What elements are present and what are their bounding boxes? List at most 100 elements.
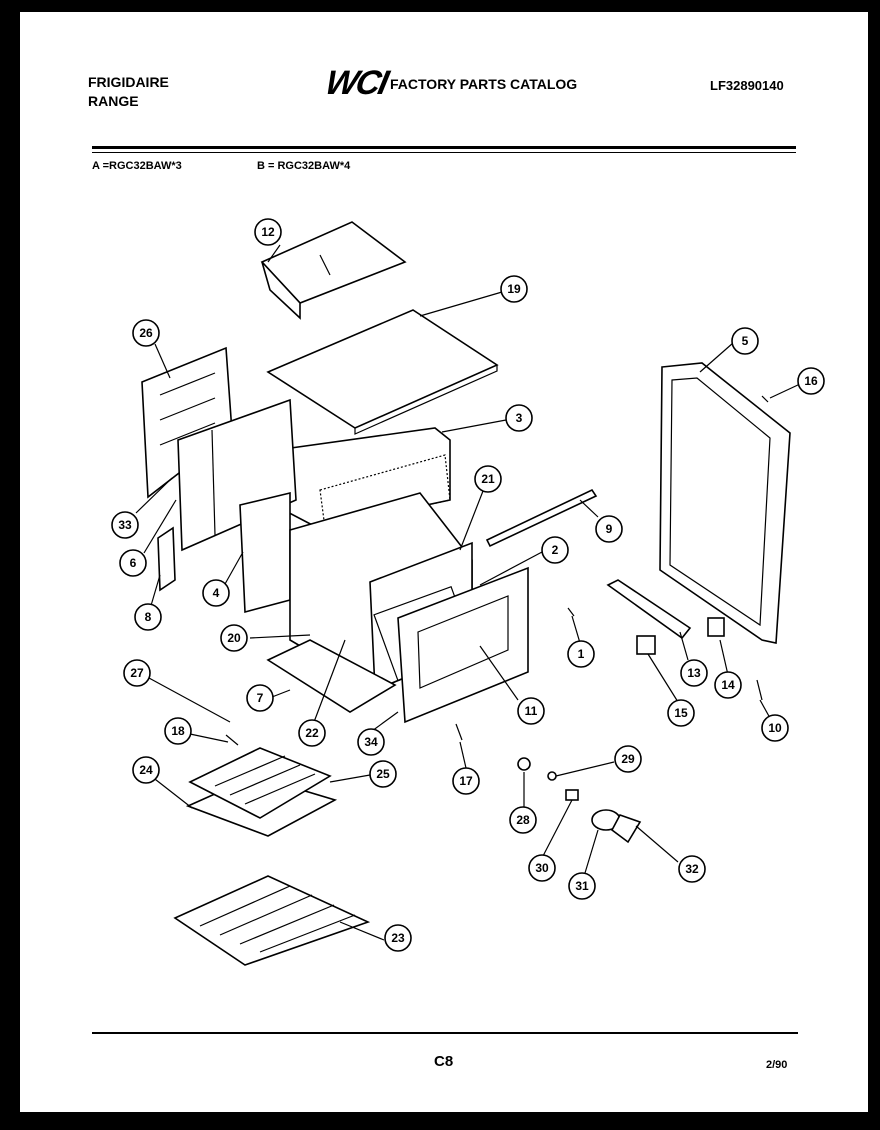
callout-23: 23 (384, 924, 412, 952)
callout-12: 12 (254, 218, 282, 246)
svg-text:28: 28 (516, 813, 530, 827)
svg-text:7: 7 (257, 691, 264, 705)
svg-text:19: 19 (507, 282, 521, 296)
part-4-insulation (239, 491, 291, 614)
svg-text:6: 6 (130, 556, 137, 570)
callout-leader-lines (135, 244, 801, 941)
part-12-top-panel (260, 221, 407, 320)
callout-14: 14 (714, 671, 742, 699)
catalog-title: FACTORY PARTS CATALOG (390, 76, 578, 92)
callout-25: 25 (369, 760, 397, 788)
header-rule-bottom (92, 152, 796, 153)
part-16-screw (761, 395, 769, 403)
part-28-knob (517, 757, 531, 771)
exploded-parts-diagram: 12 19 3 26 5 16 33 6 8 4 21 2 9 1 11 13 … (111, 218, 825, 966)
svg-text:16: 16 (804, 374, 818, 388)
callout-34: 34 (357, 728, 385, 756)
svg-text:21: 21 (481, 472, 495, 486)
svg-text:14: 14 (721, 678, 735, 692)
part-29-nut (547, 771, 557, 781)
svg-text:12: 12 (261, 225, 275, 239)
callout-6: 6 (119, 549, 147, 577)
callout-30: 30 (528, 854, 556, 882)
svg-text:34: 34 (364, 735, 378, 749)
svg-text:5: 5 (742, 334, 749, 348)
callout-28: 28 (509, 806, 537, 834)
svg-text:1: 1 (578, 647, 585, 661)
callout-19: 19 (500, 275, 528, 303)
svg-text:9: 9 (606, 522, 613, 536)
part-17-clip (455, 723, 463, 741)
part-15-block (636, 635, 656, 655)
part-9-rail (485, 488, 598, 548)
callout-27: 27 (123, 659, 151, 687)
svg-text:24: 24 (139, 763, 153, 777)
callout-26: 26 (132, 319, 160, 347)
callout-15: 15 (667, 699, 695, 727)
part-10-screw (756, 679, 763, 701)
svg-text:23: 23 (391, 931, 405, 945)
callout-18: 18 (164, 717, 192, 745)
callout-8: 8 (134, 603, 162, 631)
svg-text:25: 25 (376, 767, 390, 781)
callout-3: 3 (505, 404, 533, 432)
callout-2: 2 (541, 536, 569, 564)
svg-text:2: 2 (552, 543, 559, 557)
svg-text:3: 3 (516, 411, 523, 425)
brand-name: FRIGIDAIRE (88, 74, 169, 90)
revision-date: 2/90 (766, 1059, 788, 1071)
footer-rule (92, 1032, 798, 1034)
svg-text:4: 4 (213, 586, 220, 600)
svg-text:20: 20 (227, 631, 241, 645)
callout-22: 22 (298, 719, 326, 747)
callout-32: 32 (678, 855, 706, 883)
svg-text:22: 22 (305, 726, 319, 740)
svg-text:18: 18 (171, 724, 185, 738)
callout-10: 10 (761, 714, 789, 742)
part-23-oven-rack (173, 875, 371, 966)
callout-20: 20 (220, 624, 248, 652)
callout-33: 33 (111, 511, 139, 539)
callout-11: 11 (517, 697, 545, 725)
catalog-sheet: FRIGIDAIRE RANGE WCI FACTORY PARTS CATAL… (20, 12, 868, 1112)
callout-4: 4 (202, 579, 230, 607)
svg-text:27: 27 (130, 666, 144, 680)
part-30-fitting (565, 789, 579, 801)
svg-text:30: 30 (535, 861, 549, 875)
callout-5: 5 (731, 327, 759, 355)
svg-text:11: 11 (525, 704, 538, 718)
svg-text:31: 31 (575, 879, 589, 893)
part-19-tray (266, 309, 499, 435)
part-14-clip (707, 617, 725, 637)
callout-17: 17 (452, 767, 480, 795)
model-a-label: A =RGC32BAW*3 (92, 160, 182, 172)
model-b-label: B = RGC32BAW*4 (257, 160, 351, 172)
callout-21: 21 (474, 465, 502, 493)
callout-1: 1 (567, 640, 595, 668)
svg-text:33: 33 (118, 518, 132, 532)
part-2-front-frame (397, 566, 529, 724)
product-name: RANGE (88, 93, 139, 109)
callout-7: 7 (246, 684, 274, 712)
svg-text:26: 26 (139, 326, 153, 340)
svg-text:17: 17 (459, 774, 473, 788)
callout-31: 31 (568, 872, 596, 900)
part-8-bracket (157, 526, 176, 592)
header-rule-top (92, 146, 796, 149)
callout-16: 16 (797, 367, 825, 395)
svg-text:32: 32 (685, 862, 699, 876)
svg-text:15: 15 (674, 706, 688, 720)
part-18-clip (225, 734, 239, 746)
callout-9: 9 (595, 515, 623, 543)
part-32-bracket (610, 814, 642, 844)
svg-text:8: 8 (145, 610, 152, 624)
page-code: C8 (434, 1053, 454, 1070)
callout-29: 29 (614, 745, 642, 773)
document-number: LF32890140 (710, 78, 784, 93)
svg-text:10: 10 (768, 721, 782, 735)
part-5-back-panel (659, 362, 791, 644)
part-24-25-broiler-pan (185, 747, 338, 837)
svg-text:13: 13 (687, 666, 701, 680)
svg-text:29: 29 (621, 752, 635, 766)
